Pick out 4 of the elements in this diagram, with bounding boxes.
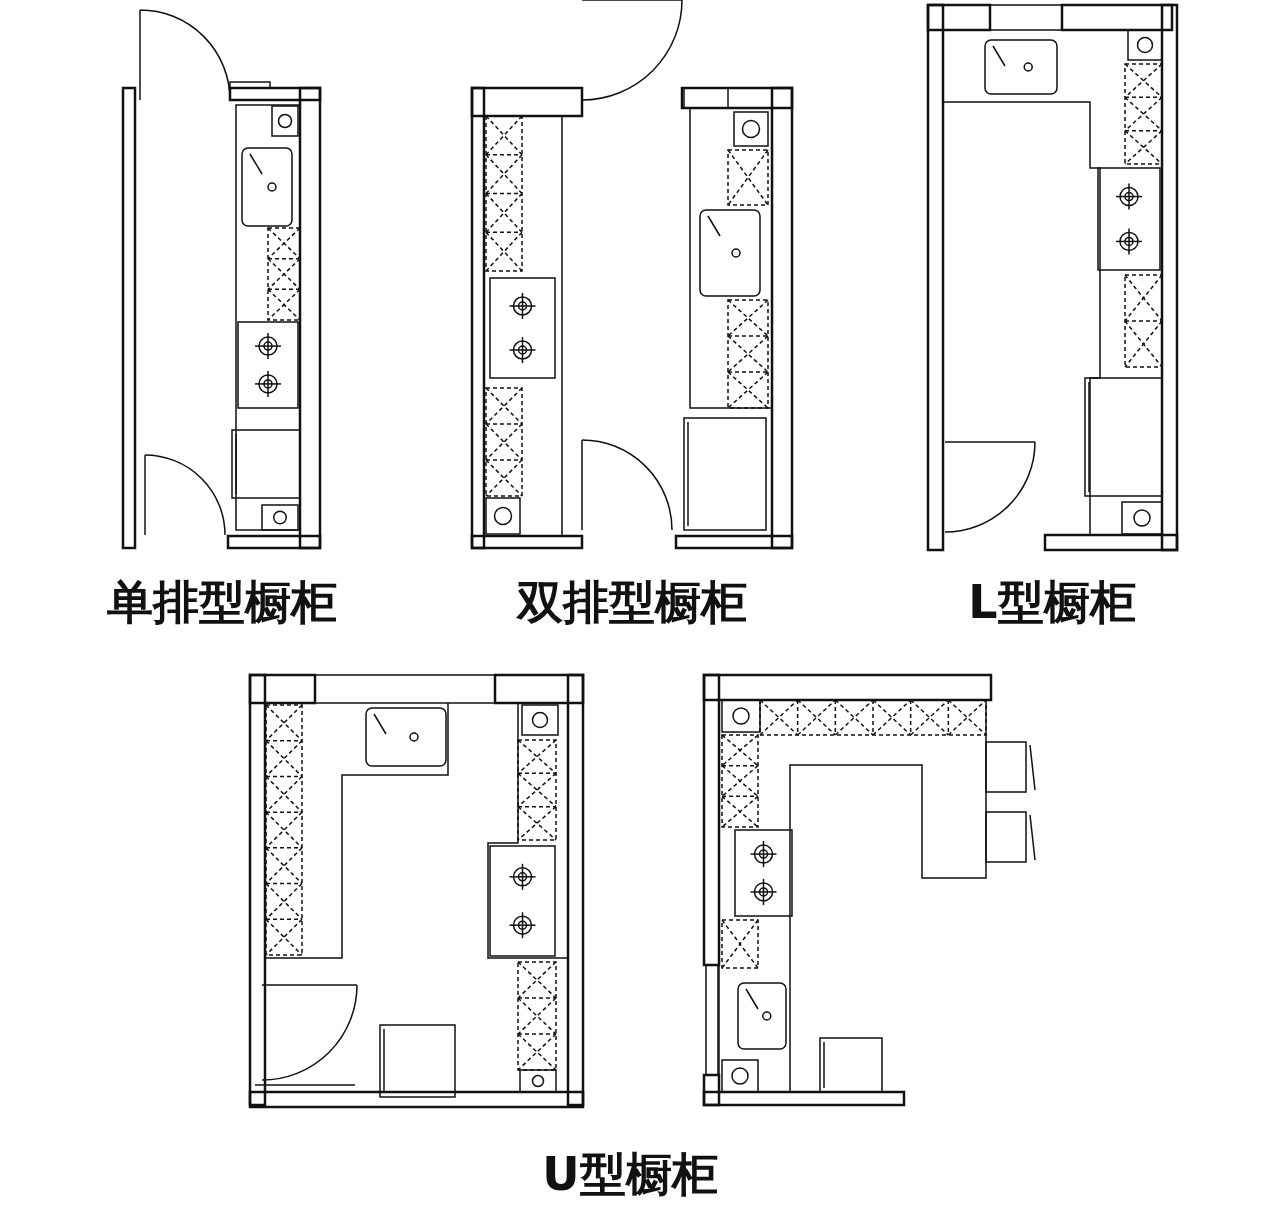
plan-title: 双排型橱柜 <box>517 574 747 631</box>
plan-title: 单排型橱柜 <box>107 574 337 631</box>
plan-title: L型橱柜 <box>968 574 1136 631</box>
plan-title: U型橱柜 <box>542 1146 718 1203</box>
